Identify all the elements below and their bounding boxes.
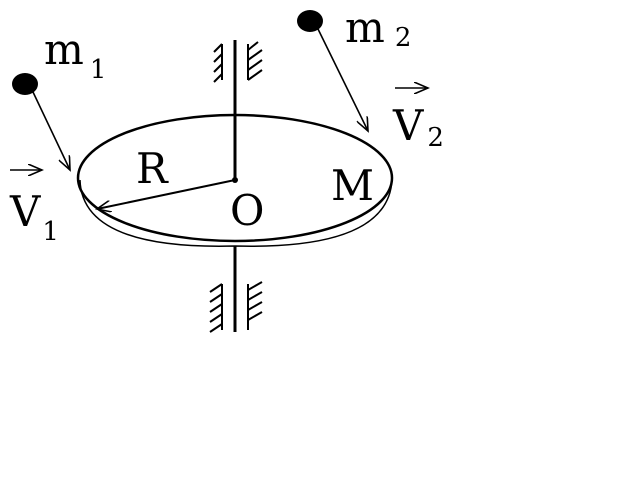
axis-upper: [213, 40, 263, 180]
axis-lower: [209, 246, 263, 333]
velocity-v1-arrow: [32, 91, 70, 170]
label-disk-mass: M: [331, 161, 374, 210]
label-center: O: [230, 186, 264, 235]
mass-m2-ball: [297, 10, 323, 32]
label-v1: V1: [9, 170, 59, 247]
velocity-v2-arrow: [317, 28, 368, 131]
bearing-upper: [213, 41, 263, 83]
svg-text:V2: V2: [392, 101, 444, 153]
bearing-lower: [209, 281, 263, 333]
radius-arrow: [97, 179, 236, 209]
svg-text:V1: V1: [9, 187, 59, 247]
mass-m1-ball: [12, 73, 38, 95]
label-radius: R: [136, 144, 169, 193]
